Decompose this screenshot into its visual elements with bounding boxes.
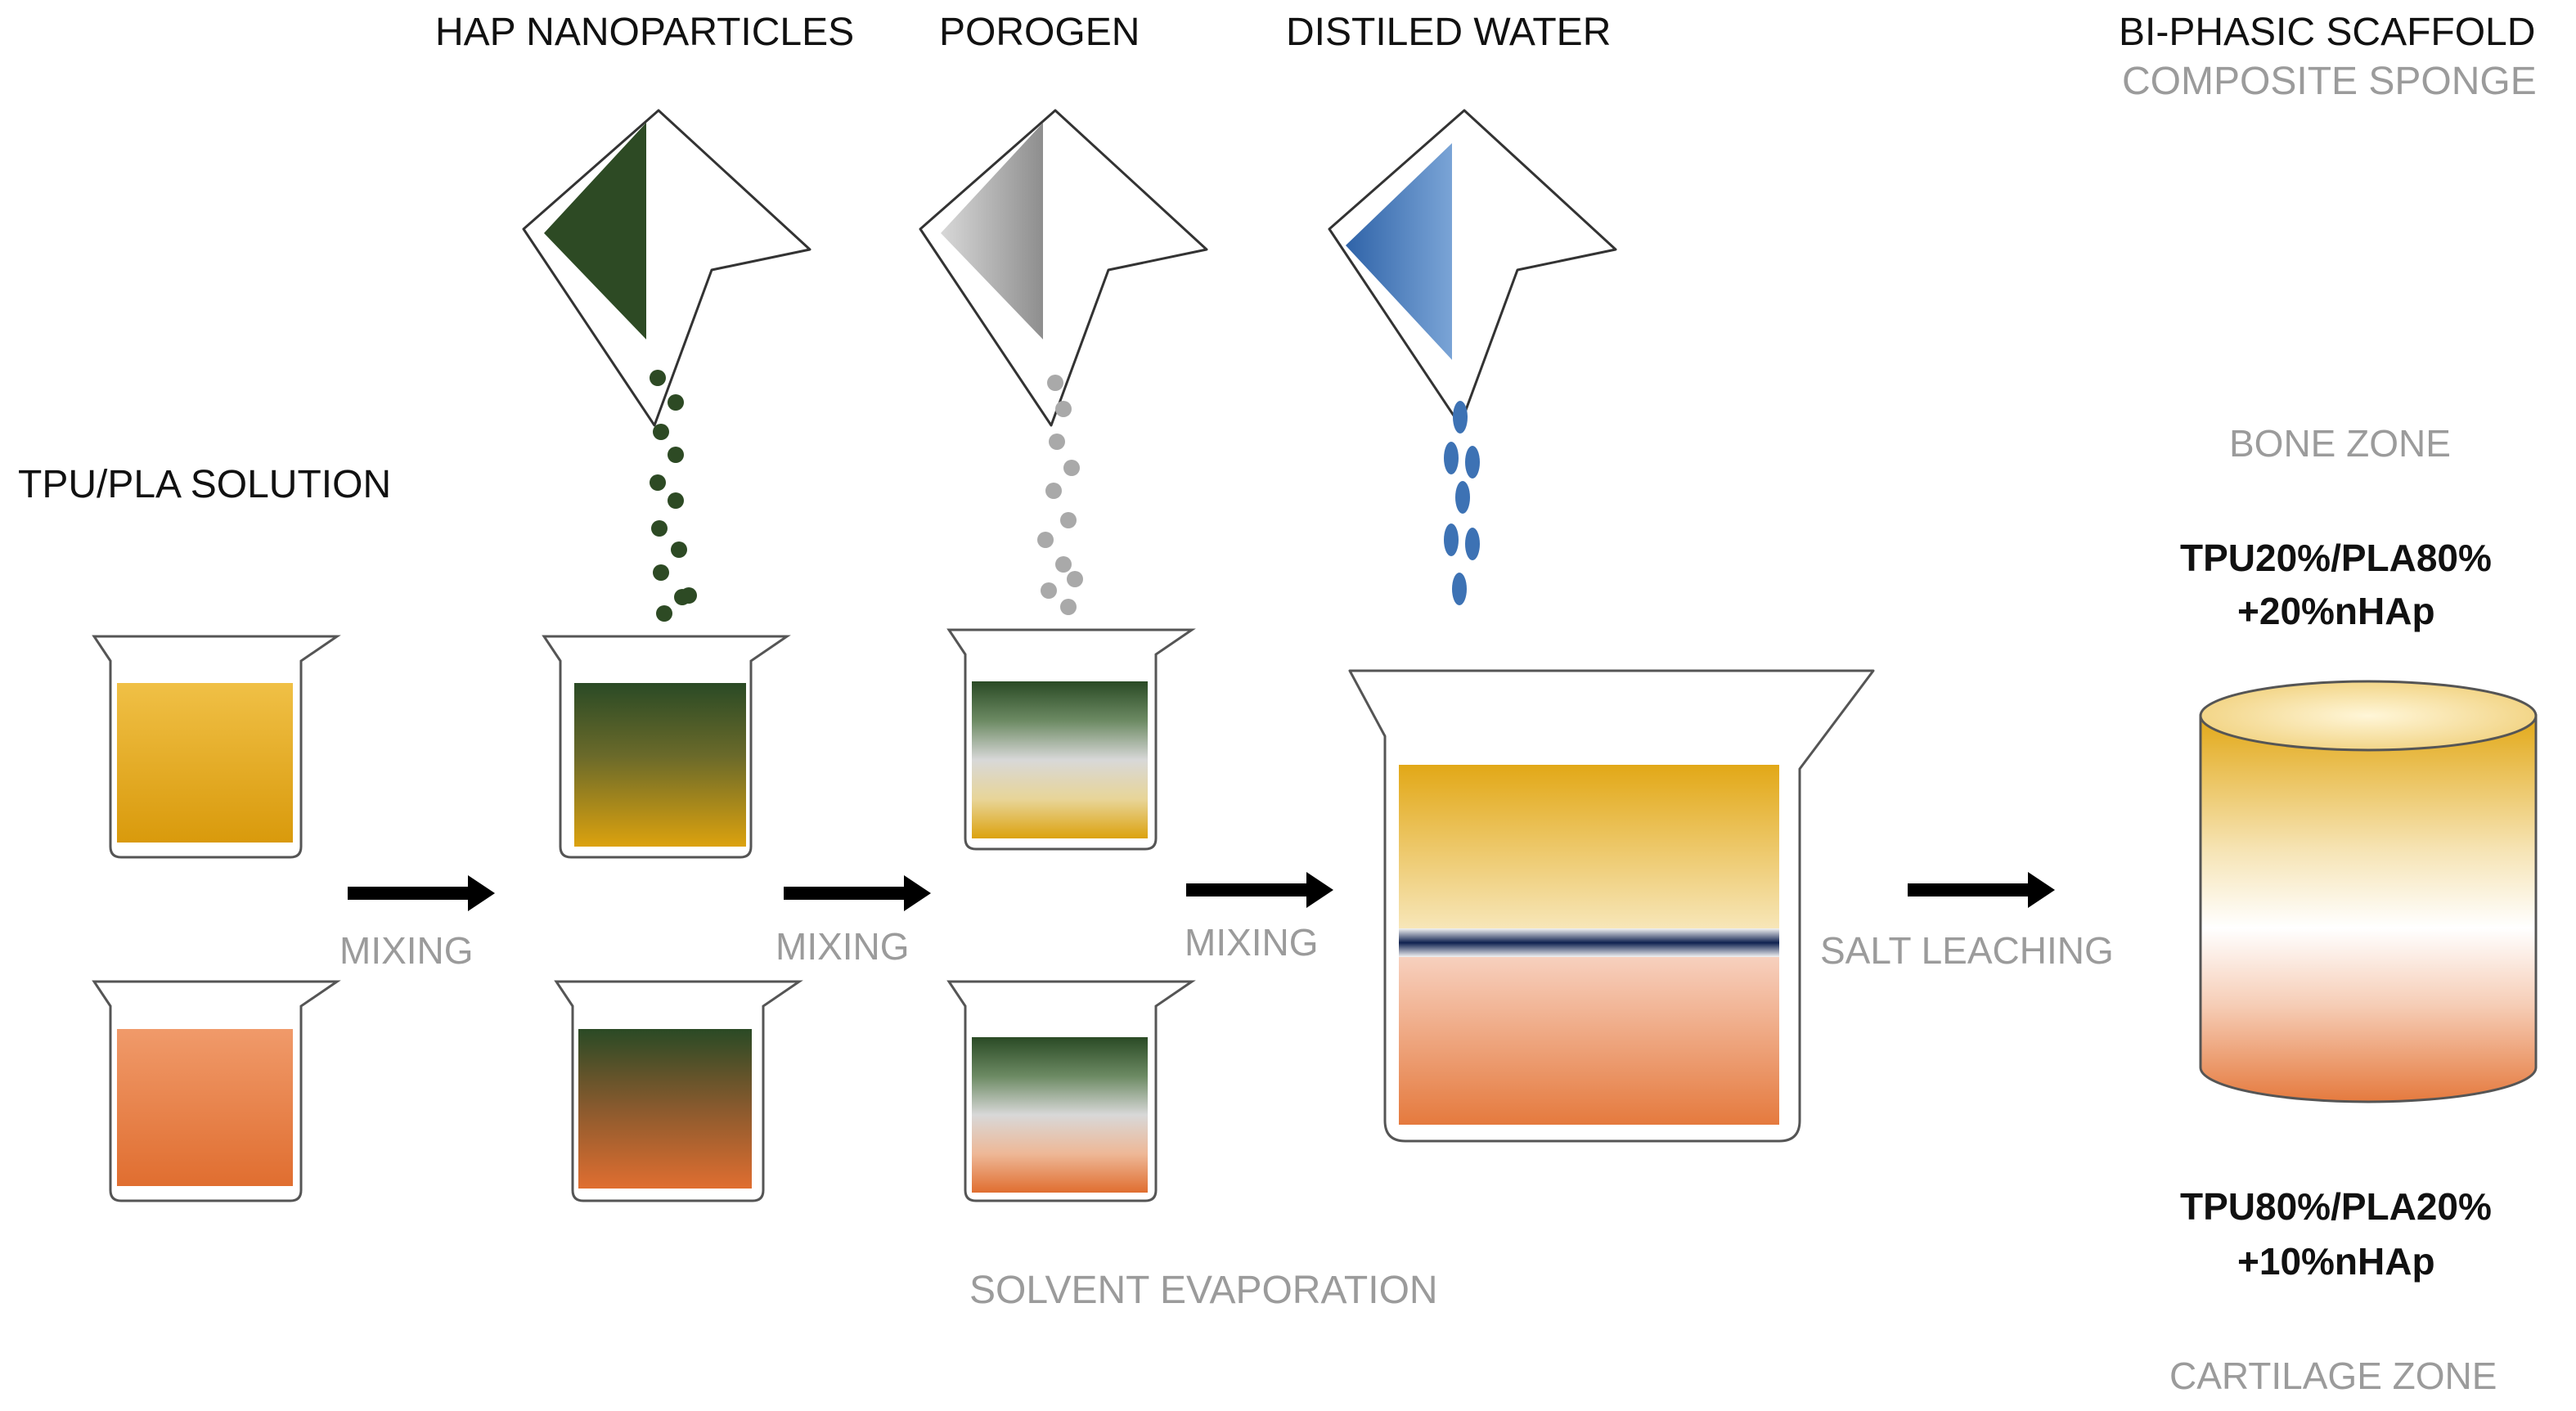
hap-particle: [653, 424, 669, 440]
solvent-evaporation-label: SOLVENT EVAPORATION: [969, 1269, 1438, 1312]
water-droplet: [1455, 481, 1470, 514]
tpu-pla-label: TPU/PLA SOLUTION: [18, 463, 392, 506]
scaffold-subtitle: COMPOSITE SPONGE: [2122, 60, 2537, 103]
hap-particles: [650, 370, 697, 622]
porogen-particle: [1049, 434, 1065, 450]
porogen-bag-icon: [919, 109, 1208, 427]
bone-zone-label: BONE ZONE: [2229, 422, 2451, 465]
water-droplets: [1444, 401, 1480, 605]
hap-particle: [668, 492, 684, 509]
right-arrow-icon: [1186, 872, 1333, 908]
water-droplet: [1444, 524, 1459, 556]
hap-bag-icon: [522, 109, 811, 427]
water-bag-icon: [1328, 109, 1617, 427]
porogen-particle: [1041, 582, 1057, 599]
salt-leaching-label: SALT LEACHING: [1820, 929, 2114, 972]
porogen-particle: [1047, 375, 1063, 391]
right-arrow-icon: [784, 875, 931, 911]
beaker-porogen-orange: [946, 980, 1196, 1202]
water-label: DISTILED WATER: [1286, 11, 1612, 54]
porogen-particle: [1063, 460, 1080, 476]
hap-particle: [668, 394, 684, 411]
mixing-label-2: MIXING: [775, 925, 910, 968]
beaker-porogen-yellow: [946, 628, 1196, 851]
cartilage-zone-label: CARTILAGE ZONE: [2169, 1355, 2497, 1397]
porogen-particle: [1060, 599, 1077, 615]
beaker-hap-orange: [554, 980, 803, 1202]
water-droplet: [1465, 446, 1480, 479]
cartilage-composition-line1: TPU80%/PLA20%: [2180, 1185, 2492, 1228]
porogen-particle: [1055, 556, 1072, 573]
beaker-yellow-1: [92, 635, 341, 859]
hap-particle: [653, 564, 669, 581]
hap-particle: [671, 541, 687, 558]
porogen-particle: [1055, 401, 1072, 417]
beaker-hap-yellow: [542, 635, 791, 859]
hap-particle: [650, 370, 666, 386]
mixing-label-1: MIXING: [339, 929, 474, 972]
right-arrow-icon: [1908, 872, 2055, 908]
hap-label: HAP NANOPARTICLES: [435, 11, 855, 54]
beaker-orange-1: [92, 980, 341, 1202]
hap-particle: [651, 520, 668, 537]
scaffold-title: BI-PHASIC SCAFFOLD: [2119, 11, 2536, 54]
porogen-particles: [1037, 375, 1083, 615]
scaffold-cylinder-icon: [2199, 680, 2538, 1103]
beaker-large-biphasic: [1348, 669, 1875, 1143]
hap-particle: [650, 474, 666, 491]
hap-particle: [656, 605, 672, 622]
water-droplet: [1452, 573, 1467, 605]
porogen-label: POROGEN: [939, 11, 1140, 54]
right-arrow-icon: [348, 875, 495, 911]
water-droplet: [1444, 442, 1459, 474]
hap-particle: [668, 447, 684, 463]
porogen-particle: [1045, 483, 1062, 499]
porogen-particle: [1067, 571, 1083, 587]
water-droplet: [1465, 528, 1480, 560]
cartilage-composition-line2: +10%nHAp: [2237, 1240, 2435, 1283]
bone-composition-line2: +20%nHAp: [2237, 590, 2435, 632]
mixing-label-3: MIXING: [1185, 921, 1319, 964]
bone-composition-line1: TPU20%/PLA80%: [2180, 537, 2492, 579]
porogen-particle: [1037, 532, 1054, 548]
water-droplet: [1453, 401, 1468, 434]
hap-particle: [681, 587, 697, 604]
porogen-particle: [1060, 512, 1077, 528]
